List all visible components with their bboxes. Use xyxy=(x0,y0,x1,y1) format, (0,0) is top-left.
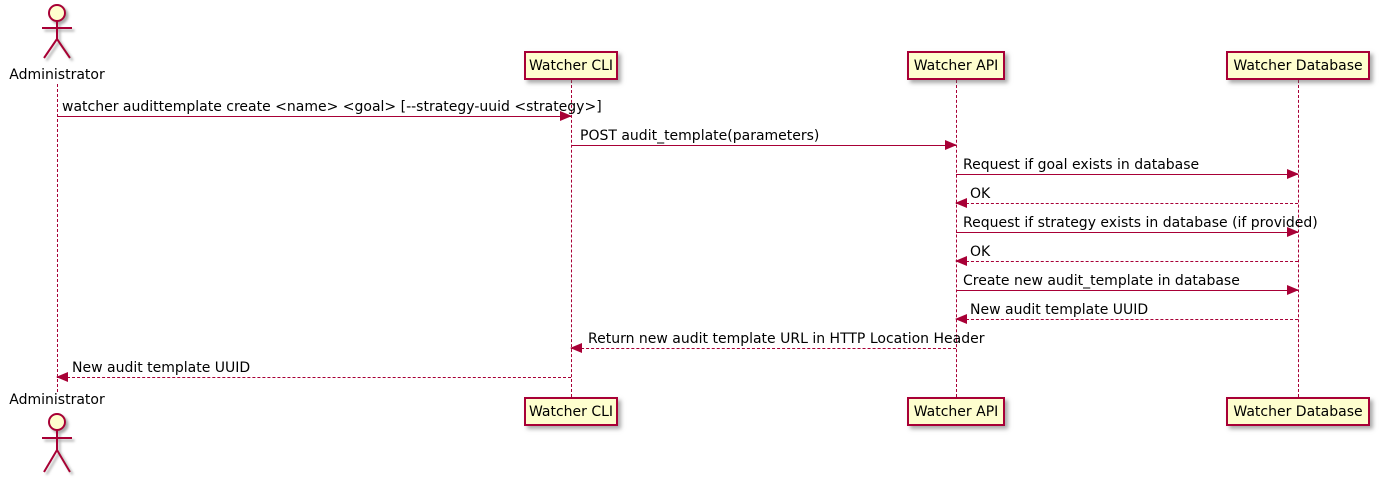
actor-label-administrator-top: Administrator xyxy=(9,67,105,83)
message-label: New audit template UUID xyxy=(970,302,1149,318)
participant-watcher-cli-top: Watcher CLI xyxy=(524,51,618,80)
arrowhead-right-icon xyxy=(945,140,957,150)
participant-watcher-database-bottom: Watcher Database xyxy=(1226,397,1370,426)
participant-label: Watcher Database xyxy=(1233,57,1363,74)
participant-label: Watcher API xyxy=(913,57,999,74)
message-label: Request if strategy exists in database (… xyxy=(963,215,1318,231)
arrowhead-left-icon xyxy=(955,198,967,208)
lifeline-watcher-database xyxy=(1298,80,1299,397)
message-label: OK xyxy=(970,186,991,202)
arrowhead-left-icon xyxy=(955,256,967,266)
arrowhead-right-icon xyxy=(1287,227,1299,237)
actor-icon xyxy=(42,4,72,59)
message-line xyxy=(956,261,1298,262)
participant-label: Watcher CLI xyxy=(528,57,614,74)
actor-label-administrator-bottom: Administrator xyxy=(9,392,105,408)
message-label: watcher audittemplate create <name> <goa… xyxy=(62,99,602,115)
message-label: New audit template UUID xyxy=(72,360,251,376)
lifeline-watcher-cli xyxy=(571,80,572,397)
message-line xyxy=(956,319,1298,320)
actor-icon xyxy=(42,413,72,473)
arrowhead-left-icon xyxy=(56,372,68,382)
message-label: Request if goal exists in database xyxy=(963,157,1200,173)
message-line xyxy=(956,203,1298,204)
message-line xyxy=(571,348,956,349)
participant-label: Watcher API xyxy=(913,403,999,420)
arrowhead-right-icon xyxy=(1287,169,1299,179)
message-line xyxy=(571,145,956,146)
message-line xyxy=(956,174,1298,175)
participant-watcher-database-top: Watcher Database xyxy=(1226,51,1370,80)
arrowhead-right-icon xyxy=(560,111,572,121)
message-label: Return new audit template URL in HTTP Lo… xyxy=(588,331,985,347)
message-label: OK xyxy=(970,244,991,260)
arrowhead-right-icon xyxy=(1287,285,1299,295)
message-line xyxy=(57,116,571,117)
message-line xyxy=(956,232,1298,233)
message-line xyxy=(956,290,1298,291)
lifeline-administrator xyxy=(57,84,58,392)
arrowhead-left-icon xyxy=(570,343,582,353)
participant-watcher-cli-bottom: Watcher CLI xyxy=(524,397,618,426)
arrowhead-left-icon xyxy=(955,314,967,324)
lifeline-watcher-api xyxy=(956,80,957,397)
message-label: POST audit_template(parameters) xyxy=(580,128,820,144)
message-label: Create new audit_template in database xyxy=(963,273,1240,289)
participant-watcher-api-top: Watcher API xyxy=(907,51,1005,80)
participant-label: Watcher CLI xyxy=(528,403,614,420)
participant-label: Watcher Database xyxy=(1233,403,1363,420)
message-line xyxy=(57,377,571,378)
participant-watcher-api-bottom: Watcher API xyxy=(907,397,1005,426)
